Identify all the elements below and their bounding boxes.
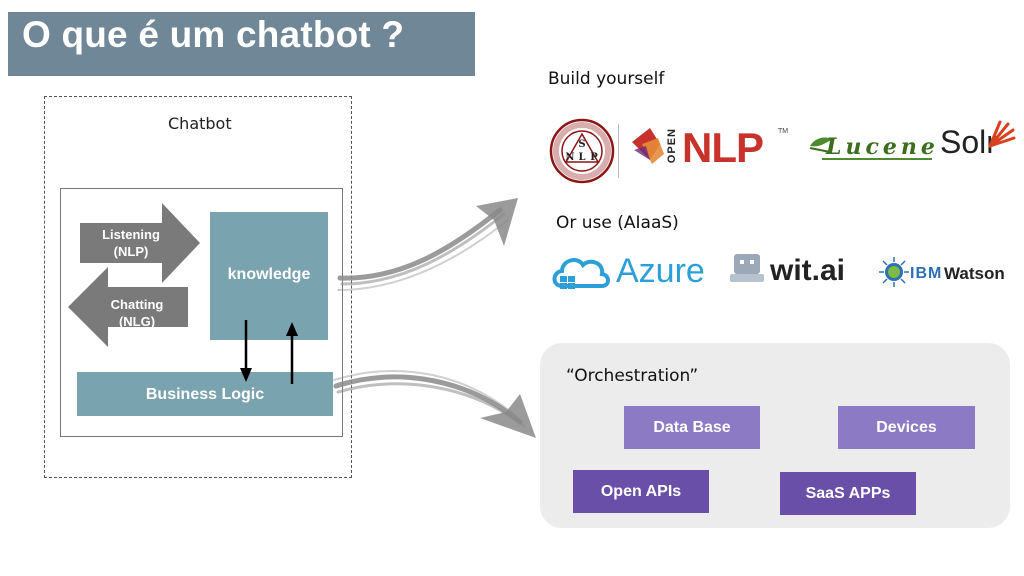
- stanford-p-letter: P: [590, 152, 598, 163]
- orchestration-title: “Orchestration”: [566, 366, 699, 386]
- chatting-label-line1: Chatting: [110, 297, 164, 312]
- business-logic-box: Business Logic: [77, 372, 333, 416]
- chatbot-arrows: [68, 203, 200, 347]
- database-label: Data Base: [653, 418, 731, 436]
- solr-sun-icon: [988, 120, 1016, 148]
- lucene-underline: [822, 158, 932, 160]
- arrow-up-icon: [286, 322, 298, 336]
- witai-text: wit.ai: [770, 254, 846, 287]
- connector-arrows: [333, 198, 536, 438]
- saas-apps-label: SaaS APPs: [805, 484, 891, 502]
- devices-label: Devices: [876, 418, 937, 436]
- chatbot-label: Chatbot: [168, 114, 232, 133]
- azure-cloud-icon: [552, 258, 610, 289]
- saas-apps-box: SaaS APPs: [780, 472, 916, 515]
- knowledge-label: knowledge: [227, 266, 311, 283]
- title-banner: [8, 12, 475, 76]
- opennlp-tm-text: TM: [778, 128, 789, 135]
- listening-label: Listening (NLP): [90, 226, 172, 260]
- opennlp-open-text: OPEN: [666, 128, 678, 164]
- ibm-text: IBM: [910, 265, 943, 282]
- lucene-feather-icon: [809, 137, 832, 153]
- logo-divider: [618, 124, 619, 178]
- upper-arrowhead: [476, 198, 518, 246]
- lower-arrowhead: [480, 394, 536, 438]
- lower-connector-arrow: [333, 374, 523, 425]
- opennlp-bird-icon: [632, 128, 664, 164]
- chatting-label-line2: (NLG): [118, 314, 156, 329]
- listening-label-line1: Listening: [102, 227, 160, 242]
- open-apis-label: Open APIs: [600, 482, 682, 500]
- upper-connector-arrow: [337, 207, 503, 281]
- ibm-watson-icon: [879, 257, 909, 287]
- knowledge-box: knowledge: [210, 212, 328, 340]
- listening-label-line2: (NLP): [113, 244, 149, 259]
- lucene-text: Lucene: [826, 134, 939, 160]
- stanford-s-letter: S: [578, 139, 585, 150]
- chatbot-boundary: [44, 96, 352, 478]
- arrow-down-icon: [240, 368, 252, 382]
- stanford-l-letter: L: [578, 152, 585, 163]
- devices-box: Devices: [838, 406, 975, 449]
- aiaas-label: Or use (AIaaS): [556, 213, 679, 233]
- watson-text: Watson: [944, 264, 1005, 283]
- knowledge-logic-arrows: [240, 320, 298, 384]
- stanford-nlp-logo: S N L P: [549, 118, 615, 184]
- open-apis-box: Open APIs: [573, 470, 709, 513]
- opennlp-nlp-text: NLP: [682, 124, 764, 171]
- witai-robot-icon: [730, 254, 764, 282]
- azure-text: Azure: [616, 252, 705, 290]
- listening-arrow: [80, 203, 200, 283]
- solr-text: Solr: [940, 124, 997, 160]
- page-title: O que é um chatbot ?: [22, 14, 405, 55]
- chatting-arrow: [68, 267, 188, 347]
- chatting-label: Chatting (NLG): [96, 296, 178, 330]
- database-box: Data Base: [624, 406, 760, 449]
- business-logic-label: Business Logic: [145, 386, 265, 403]
- build-yourself-label: Build yourself: [548, 69, 665, 89]
- stanford-n-letter: N: [565, 152, 574, 163]
